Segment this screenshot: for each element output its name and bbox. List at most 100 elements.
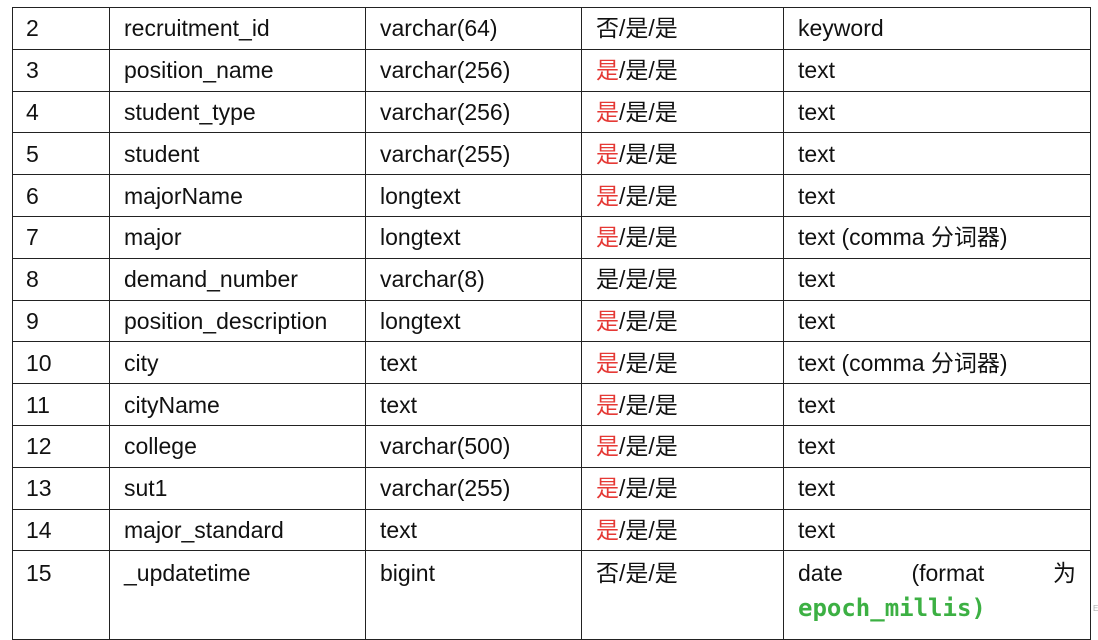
flag-first: 是 bbox=[596, 224, 619, 251]
es-type: text bbox=[783, 132, 1091, 176]
flag-rest: /是/是 bbox=[619, 182, 678, 209]
es-format-code: epoch_millis) bbox=[798, 594, 986, 623]
flag-rest: /是/是 bbox=[619, 349, 678, 376]
flag-first: 是 bbox=[596, 57, 619, 84]
es-type-cell: date (format 为 epoch_millis) bbox=[783, 550, 1091, 640]
flags-cell: 是/是/是 bbox=[581, 132, 784, 176]
es-type: keyword bbox=[783, 7, 1091, 50]
field-name: position_description bbox=[109, 299, 366, 343]
flag-rest: /是/是 bbox=[619, 560, 678, 587]
es-type: text bbox=[783, 174, 1091, 217]
flag-rest: /是/是 bbox=[619, 266, 678, 293]
field-name: major bbox=[109, 215, 366, 259]
field-type: text bbox=[365, 383, 582, 426]
flags-cell: 否/是/是 bbox=[581, 550, 784, 640]
flag-first: 是 bbox=[596, 349, 619, 376]
field-type: text bbox=[365, 508, 582, 552]
row-number: 11 bbox=[12, 383, 110, 426]
flag-first: 是 bbox=[596, 182, 619, 209]
es-type-code-line: epoch_millis) bbox=[798, 594, 1090, 622]
field-type: varchar(255) bbox=[365, 132, 582, 176]
row-number: 5 bbox=[12, 132, 110, 176]
field-name: city bbox=[109, 341, 366, 385]
flag-first: 是 bbox=[596, 433, 619, 460]
flags-cell: 是/是/是 bbox=[581, 466, 784, 510]
field-name: position_name bbox=[109, 48, 366, 92]
es-type-line: date (format 为 bbox=[798, 559, 1090, 587]
row-number: 3 bbox=[12, 48, 110, 92]
flag-first: 否 bbox=[596, 15, 619, 42]
flag-rest: /是/是 bbox=[619, 140, 678, 167]
row-number: 13 bbox=[12, 466, 110, 510]
field-name: student_type bbox=[109, 90, 366, 134]
flag-rest: /是/是 bbox=[619, 433, 678, 460]
es-type-word: date bbox=[798, 560, 843, 587]
es-type-word: (format bbox=[911, 560, 985, 587]
field-name: college bbox=[109, 424, 366, 468]
flag-first: 是 bbox=[596, 475, 619, 502]
flags-cell: 是/是/是 bbox=[581, 341, 784, 385]
flags-cell: 是/是/是 bbox=[581, 508, 784, 552]
flag-first: 是 bbox=[596, 266, 619, 293]
flags-cell: 是/是/是 bbox=[581, 90, 784, 134]
row-number: 4 bbox=[12, 90, 110, 134]
flags-cell: 否/是/是 bbox=[581, 7, 784, 50]
es-type: text bbox=[783, 257, 1091, 301]
field-name: cityName bbox=[109, 383, 366, 426]
field-name: _updatetime bbox=[109, 550, 366, 640]
flags-cell: 是/是/是 bbox=[581, 383, 784, 426]
field-type: longtext bbox=[365, 215, 582, 259]
flags-cell: 是/是/是 bbox=[581, 257, 784, 301]
field-name: sut1 bbox=[109, 466, 366, 510]
row-number: 9 bbox=[12, 299, 110, 343]
flag-first: 否 bbox=[596, 560, 619, 587]
row-number: 15 bbox=[12, 550, 110, 640]
flags-cell: 是/是/是 bbox=[581, 48, 784, 92]
flag-rest: /是/是 bbox=[619, 391, 678, 418]
field-type: longtext bbox=[365, 174, 582, 217]
es-type: text bbox=[783, 48, 1091, 92]
flag-rest: /是/是 bbox=[619, 516, 678, 543]
flag-rest: /是/是 bbox=[619, 15, 678, 42]
edge-mark: E bbox=[1093, 604, 1098, 613]
flag-first: 是 bbox=[596, 307, 619, 334]
field-name: majorName bbox=[109, 174, 366, 217]
flags-cell: 是/是/是 bbox=[581, 174, 784, 217]
flag-rest: /是/是 bbox=[619, 475, 678, 502]
flag-rest: /是/是 bbox=[619, 98, 678, 125]
flag-rest: /是/是 bbox=[619, 307, 678, 334]
table-row: 15 _updatetime bigint 否/是/是 date (format… bbox=[12, 550, 1091, 640]
field-type: varchar(8) bbox=[365, 257, 582, 301]
es-type-word: 为 bbox=[1052, 560, 1076, 587]
row-number: 14 bbox=[12, 508, 110, 552]
es-type: text bbox=[783, 383, 1091, 426]
field-name: major_standard bbox=[109, 508, 366, 552]
flag-first: 是 bbox=[596, 516, 619, 543]
flags-cell: 是/是/是 bbox=[581, 424, 784, 468]
es-type: text bbox=[783, 424, 1091, 468]
row-number: 6 bbox=[12, 174, 110, 217]
flag-first: 是 bbox=[596, 391, 619, 418]
flags-cell: 是/是/是 bbox=[581, 299, 784, 343]
es-type: text (comma 分词器) bbox=[783, 341, 1091, 385]
field-type: longtext bbox=[365, 299, 582, 343]
flag-first: 是 bbox=[596, 98, 619, 125]
field-name: recruitment_id bbox=[109, 7, 366, 50]
field-name: demand_number bbox=[109, 257, 366, 301]
row-number: 7 bbox=[12, 215, 110, 259]
